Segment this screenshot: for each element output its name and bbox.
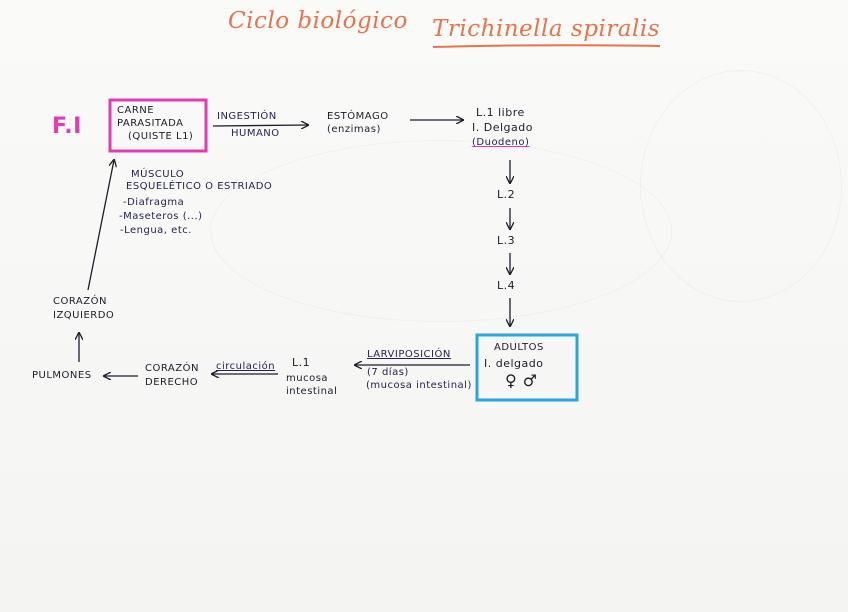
adults-line2: I. delgado (484, 357, 544, 370)
muscle-item: -Lengua, etc. (120, 225, 192, 236)
left-heart-line1: CORAZÓN (53, 296, 107, 307)
larviposition-line3: (mucosa intestinal) (366, 380, 472, 391)
circulation-label: circulación (216, 361, 276, 372)
l1-free-line2: I. Delgado (472, 121, 533, 134)
arrow-ingestion (212, 125, 308, 126)
host-line3: (QUISTE L1) (128, 131, 194, 142)
muscle-line1: MÚSCULO (131, 169, 185, 180)
ingestion-top: INGESTIÓN (217, 111, 277, 122)
arrow-to-host (87, 160, 114, 291)
left-heart-line2: IZQUIERDO (53, 310, 115, 321)
sex-symbols-icon: ♀ ♂ (505, 371, 538, 390)
ingestion-bottom: HUMANO (231, 128, 280, 139)
l1-free-line3: (Duodeno) (472, 137, 530, 148)
larviposition-line1: LARVIPOSICIÓN (367, 349, 451, 360)
host-box (108, 98, 208, 153)
larviposition-line2: (7 días) (367, 367, 409, 378)
muscle-item: -Maseteros (...) (119, 211, 203, 222)
stage-l4: L.4 (497, 279, 516, 292)
title-underline (432, 44, 661, 48)
muscle-item: -Diafragma (123, 197, 185, 208)
l1-mucosa-line1: L.1 (292, 356, 311, 369)
host-line1: CARNE (117, 105, 155, 116)
lungs-label: PULMONES (32, 370, 92, 381)
l1-free-line1: L.1 libre (476, 106, 525, 119)
title-part2: Trichinella spiralis (432, 16, 661, 42)
right-heart-line2: DERECHO (145, 377, 199, 388)
adults-box (475, 333, 579, 402)
title-part1: Ciclo biológico (228, 8, 408, 34)
l1-mucosa-line3: intestinal (286, 386, 338, 397)
host-line2: PARASITADA (117, 118, 184, 129)
stage-l3: L.3 (497, 234, 516, 247)
adults-line1: ADULTOS (494, 342, 544, 353)
muscle-line2: ESQUELÉTICO O ESTRIADO (126, 181, 273, 192)
l1-mucosa-line2: mucosa (286, 373, 329, 384)
fi-label: F.I (52, 114, 82, 139)
stage-l2: L.2 (497, 188, 516, 201)
right-heart-line1: CORAZÓN (145, 363, 199, 374)
stomach-line2: (enzimas) (327, 124, 381, 135)
stomach-line1: ESTÓMAGO (327, 111, 389, 122)
